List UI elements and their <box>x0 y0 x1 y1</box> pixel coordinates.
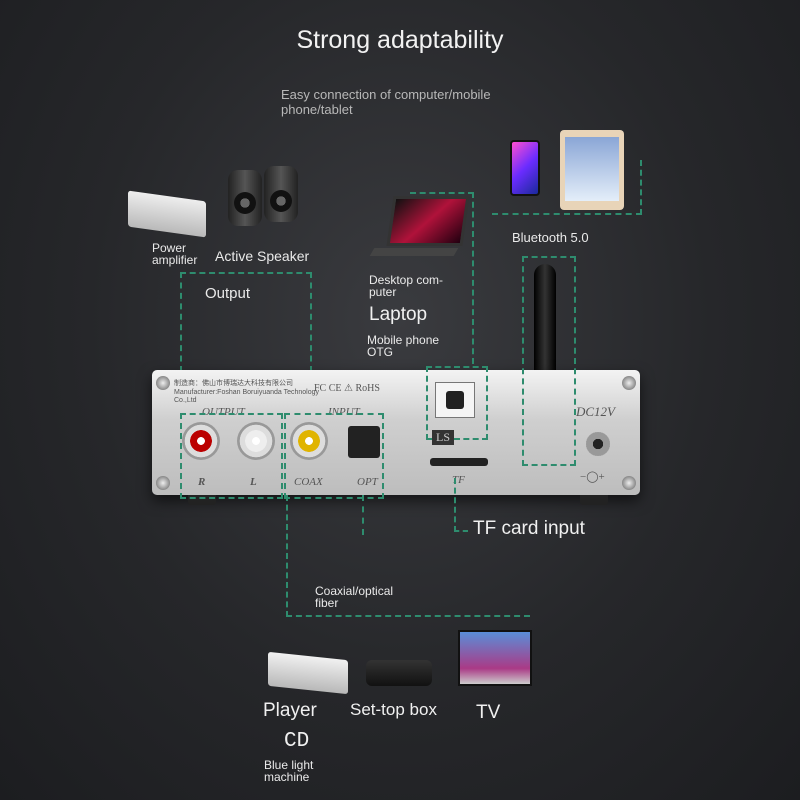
phone-icon <box>510 140 540 196</box>
device-foot <box>580 495 608 505</box>
connector-line <box>640 160 642 215</box>
tablet-icon <box>560 130 624 210</box>
label-r: R <box>198 476 206 488</box>
label-coax-optical: Coaxial/optical fiber <box>315 584 394 610</box>
device-foot <box>188 495 216 505</box>
manufacturer-en: Manufacturer:Foshan Boruiyuanda Technolo… <box>174 389 320 404</box>
connector-line <box>454 478 456 532</box>
connector-line <box>472 192 474 364</box>
label-bluetooth: Bluetooth 5.0 <box>512 230 589 245</box>
label-coax: COAX <box>294 476 323 488</box>
tf-card-slot[interactable] <box>430 458 488 466</box>
dac-rear-panel: 制造商：佛山市博瑞达大科技有限公司 Manufacturer:Foshan Bo… <box>152 370 640 495</box>
dc-polarity: −◯+ <box>580 471 605 483</box>
bluetooth-highlight <box>522 256 576 466</box>
dc-power-jack[interactable] <box>586 432 610 456</box>
output-highlight <box>180 413 283 499</box>
manufacturer-cn: 制造商：佛山市博瑞达大科技有限公司 <box>174 380 293 387</box>
connector-line <box>286 495 288 617</box>
power-amplifier-icon <box>128 190 206 238</box>
input-text: INPUT <box>328 406 360 418</box>
connector-line <box>286 615 530 617</box>
label-l: L <box>250 476 257 488</box>
label-opt: OPT <box>357 476 378 488</box>
laptop-icon <box>369 196 470 256</box>
label-power-amplifier: Power amplifier <box>152 241 198 267</box>
optical-input[interactable] <box>348 426 380 458</box>
label-tv: TV <box>476 702 501 723</box>
screw <box>622 376 636 390</box>
rca-coax-input[interactable] <box>290 422 328 460</box>
connector-line <box>180 272 182 372</box>
input-highlight <box>284 413 384 499</box>
label-active-speaker: Active Speaker <box>215 248 310 264</box>
label-laptop: Laptop <box>369 304 428 325</box>
connector-line <box>362 495 364 535</box>
label-output: Output <box>205 285 251 302</box>
connector-line <box>180 272 312 274</box>
label-set-top-box: Set-top box <box>350 700 437 719</box>
label-player: Player <box>263 700 317 721</box>
screw <box>156 476 170 490</box>
label-desktop-computer: Desktop com-puter <box>369 273 444 299</box>
label-blue-light: Blue light machine <box>264 758 314 784</box>
page-title: Strong adaptability <box>296 26 504 54</box>
rca-output-l[interactable] <box>237 422 275 460</box>
speaker-icon <box>228 170 262 226</box>
set-top-box-icon <box>366 660 432 686</box>
screw <box>156 376 170 390</box>
output-text: OUTPUT <box>202 406 245 418</box>
player-icon <box>268 651 348 695</box>
speaker-icon <box>264 166 298 222</box>
label-tf-card: TF card input <box>473 518 585 539</box>
certifications: FC CE ⚠ RoHS <box>314 383 380 394</box>
label-cd: CD <box>284 730 310 753</box>
tv-icon <box>458 630 532 686</box>
screw <box>622 476 636 490</box>
rca-output-r[interactable] <box>182 422 220 460</box>
label-dc: DC12V <box>576 404 615 419</box>
subtitle: Easy connection of computer/mobile phone… <box>281 87 491 117</box>
connector-line <box>454 530 468 532</box>
label-mobile-otg: Mobile phone OTG <box>367 333 440 359</box>
connector-line <box>492 213 642 215</box>
usb-b-port[interactable] <box>435 382 475 418</box>
connector-line <box>310 272 312 372</box>
connector-line <box>410 192 474 194</box>
label-ls: LS <box>432 430 455 445</box>
usb-highlight <box>426 366 488 440</box>
